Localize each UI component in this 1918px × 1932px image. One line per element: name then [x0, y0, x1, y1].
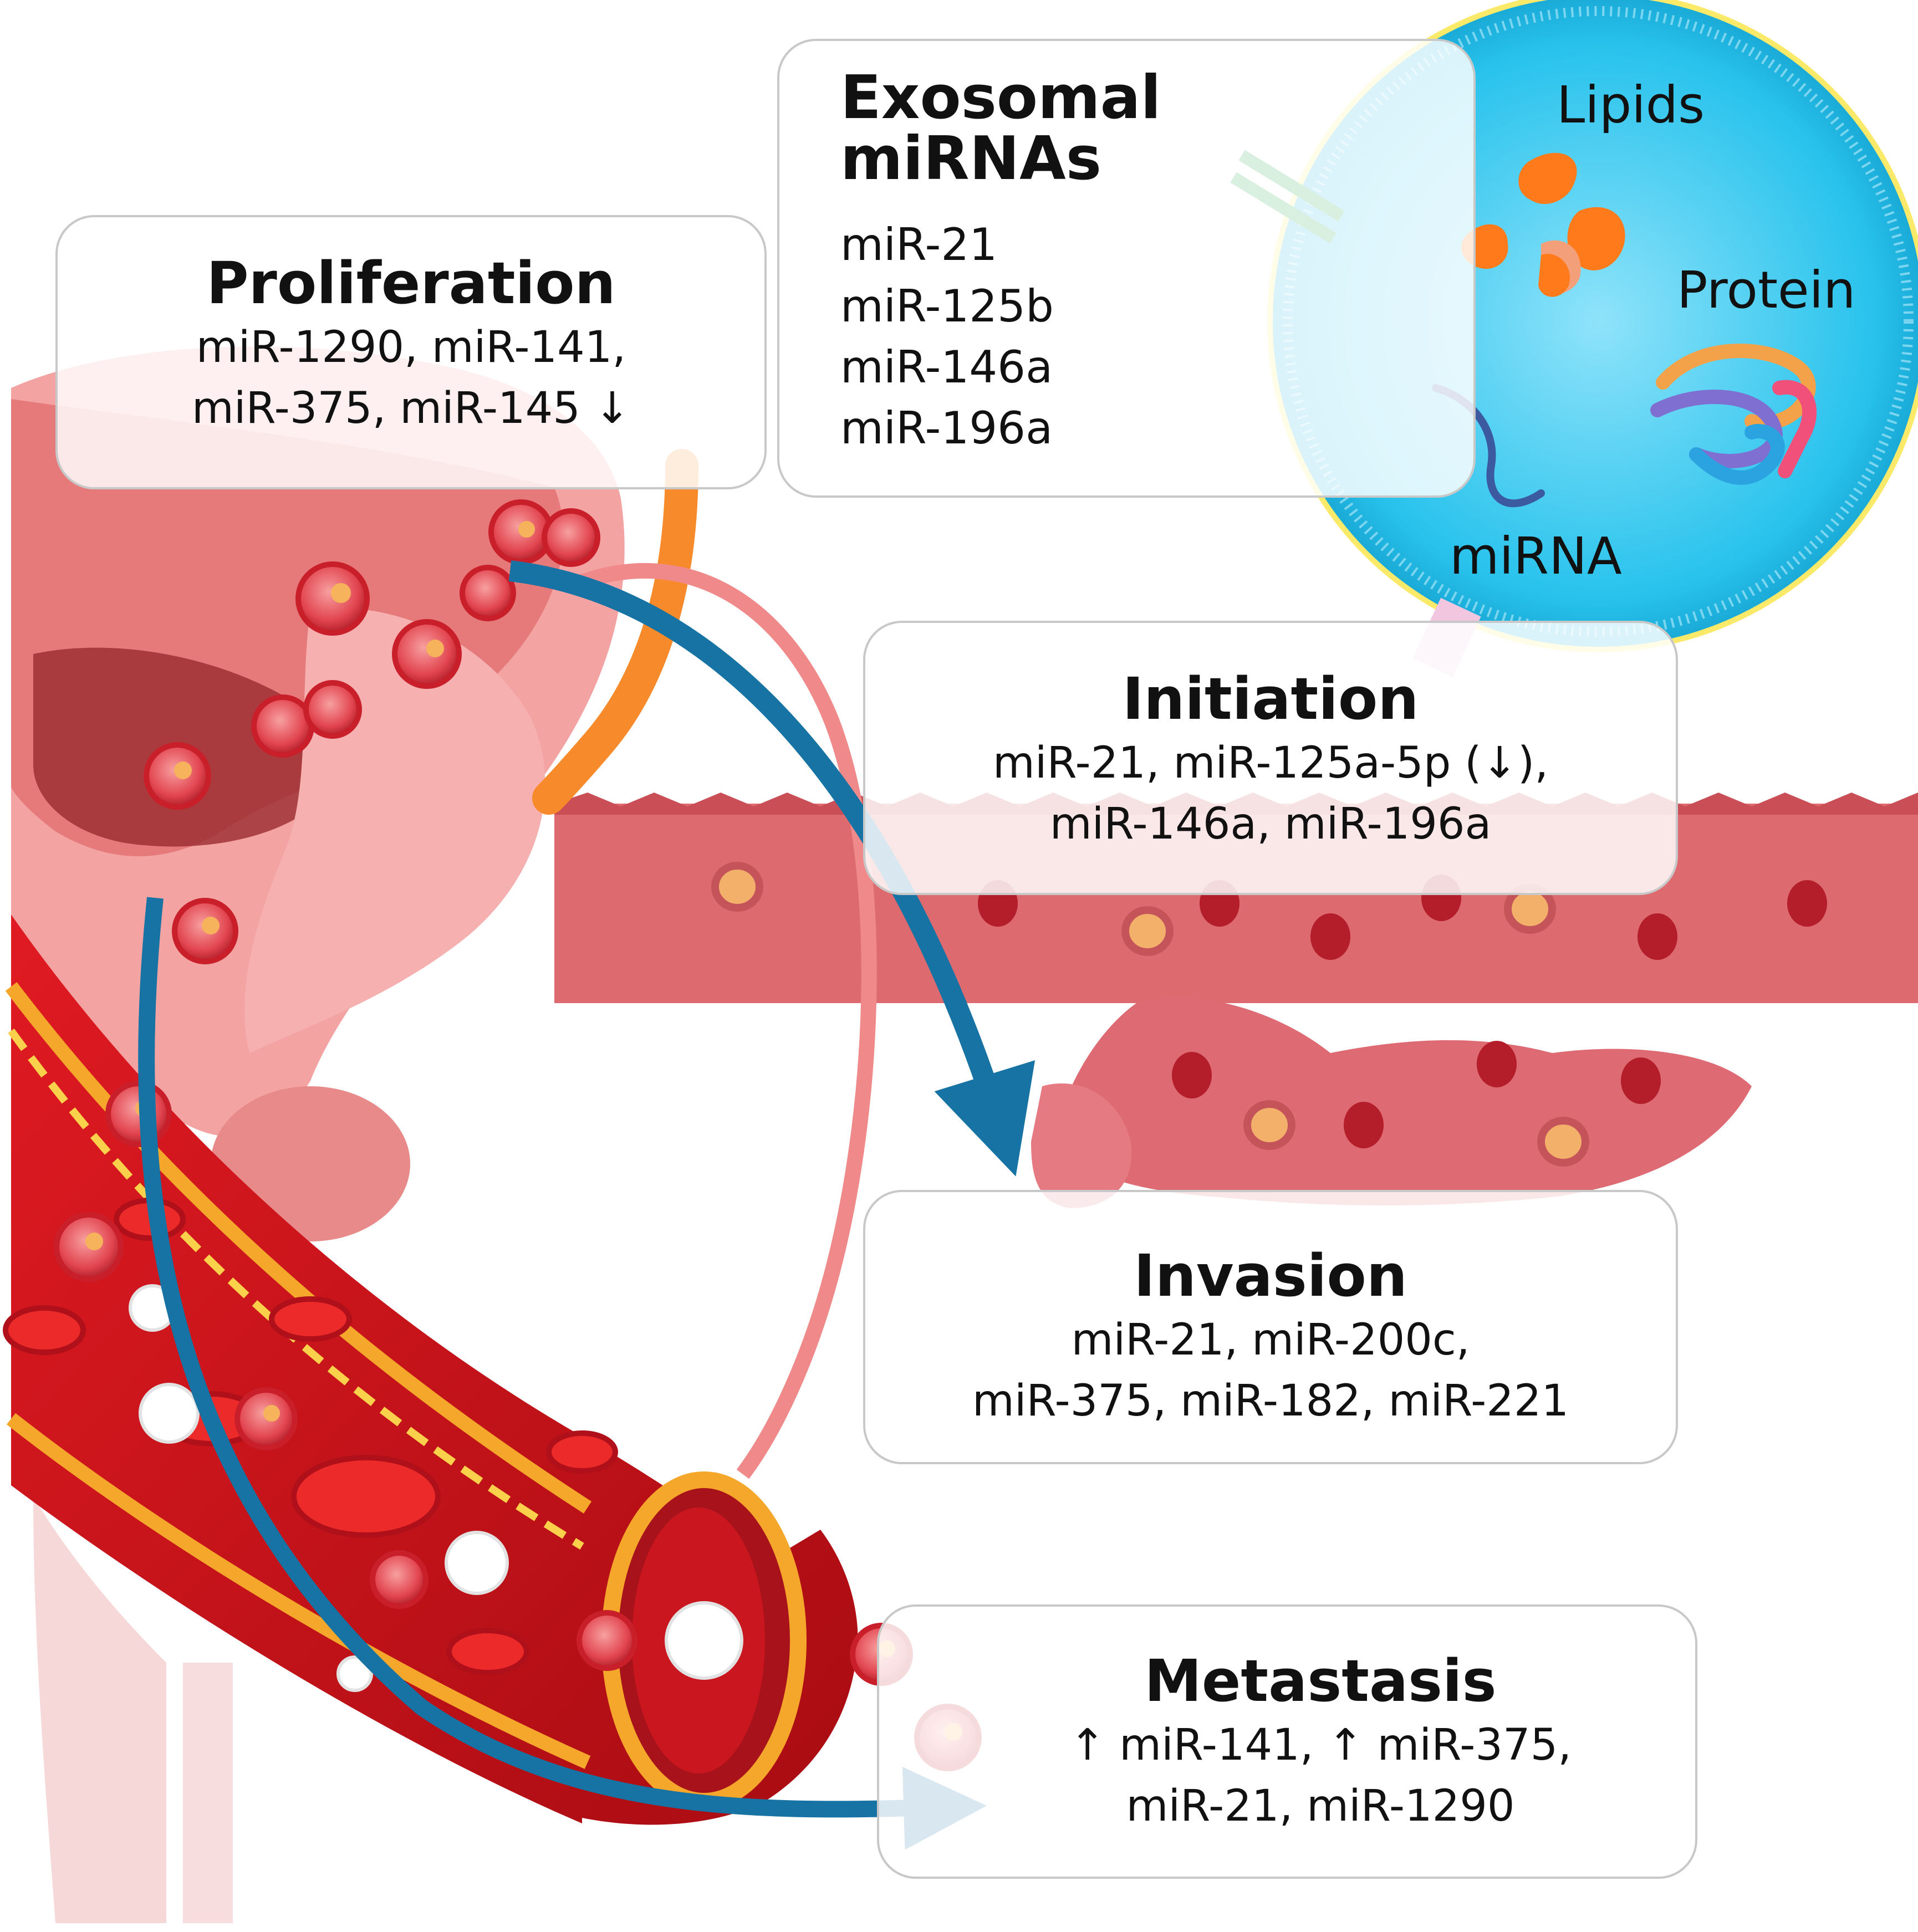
exosomal-title-line-2: miRNAs: [840, 124, 1101, 194]
vessel-loop: [579, 563, 877, 1479]
metastasis-line-1: ↑ miR-141, ↑ miR-375,: [1069, 1720, 1572, 1770]
initiation-title: Initiation: [1122, 665, 1419, 733]
proliferation-mirnas: miR-1290, miR-141, miR-375, miR-145 ↓: [58, 317, 764, 440]
proliferation-box: Proliferation miR-1290, miR-141, miR-375…: [55, 215, 767, 489]
proliferation-line-2: miR-375, miR-145 ↓: [191, 384, 631, 434]
mirna-label: miRNA: [1450, 527, 1622, 586]
urethra-tube: [532, 449, 698, 815]
proliferation-title: Proliferation: [206, 249, 616, 317]
invasion-mirnas: miR-21, miR-200c, miR-375, miR-182, miR-…: [865, 1310, 1676, 1433]
proliferation-line-1: miR-1290, miR-141,: [196, 322, 626, 372]
exosomal-mirna-item: miR-21: [840, 219, 998, 271]
invasion-line-2: miR-375, miR-182, miR-221: [972, 1376, 1569, 1427]
metastasis-line-2: miR-21, miR-1290: [1126, 1781, 1515, 1832]
prostate-illustration: [11, 346, 625, 1923]
exosomal-mirnas-box: Exosomal miRNAs miR-21 miR-125b miR-146a…: [777, 39, 1476, 498]
protein-label: Protein: [1677, 260, 1856, 320]
protein-icon: [1650, 344, 1817, 485]
exosomal-title-line-1: Exosomal: [840, 63, 1161, 132]
metastasis-mirnas: ↑ miR-141, ↑ miR-375, miR-21, miR-1290: [879, 1715, 1695, 1838]
metastasis-title: Metastasis: [1144, 1647, 1497, 1715]
exosomal-title: Exosomal miRNAs: [840, 63, 1473, 194]
initiation-mirnas: miR-21, miR-125a-5p (↓), miR-146a, miR-1…: [865, 733, 1676, 856]
initiation-box: Initiation miR-21, miR-125a-5p (↓), miR-…: [863, 621, 1678, 895]
invasion-box: Invasion miR-21, miR-200c, miR-375, miR-…: [863, 1190, 1678, 1464]
progression-arrow: [508, 560, 1035, 1177]
exosomal-mirna-item: miR-196a: [840, 402, 1053, 454]
initiation-line-2: miR-146a, miR-196a: [1049, 799, 1492, 850]
exosomal-mirna-item: miR-125b: [840, 280, 1054, 332]
metastasis-box: Metastasis ↑ miR-141, ↑ miR-375, miR-21,…: [877, 1604, 1697, 1879]
exosomal-mirna-list: miR-21 miR-125b miR-146a miR-196a: [840, 214, 1473, 459]
lipids-label: Lipids: [1557, 75, 1705, 135]
initiation-line-1: miR-21, miR-125a-5p (↓),: [992, 738, 1549, 788]
invasion-title: Invasion: [1134, 1242, 1407, 1310]
invasion-line-1: miR-21, miR-200c,: [1071, 1315, 1470, 1365]
metastasis-arrow: [138, 897, 987, 1850]
exosomal-mirna-item: miR-146a: [840, 341, 1053, 393]
blood-vessel: [3, 914, 858, 1825]
